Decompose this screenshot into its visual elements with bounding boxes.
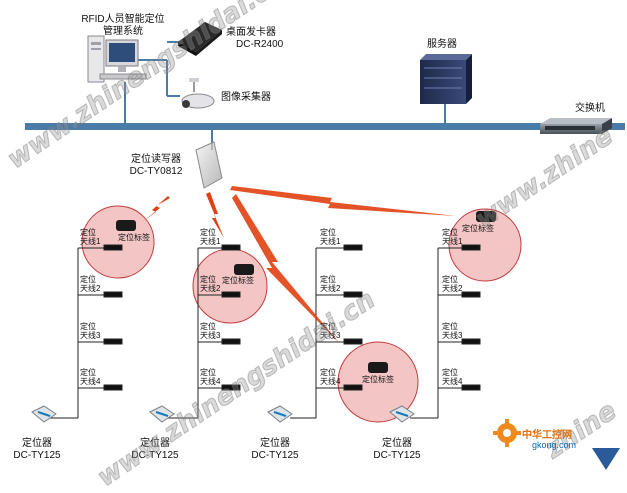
pc-workstation-icon [87,35,147,83]
tag-icon [234,264,254,275]
rfid-system-line1: RFID人员智能定位 [81,14,165,25]
reader-line2: DC-TY0812 [129,166,183,177]
antenna-label: 定位天线2 [320,275,341,293]
switch-icon [540,118,612,134]
antenna-tree-3 [290,244,363,419]
antenna-label: 定位天线4 [320,368,341,386]
antenna-tree-2 [168,244,241,419]
camera-icon [181,78,215,109]
card-issuer-line2: DC-R2400 [236,39,284,50]
locator-icon [267,405,293,423]
tag-icon [116,220,136,231]
locator-icon [149,405,175,423]
antenna-label: 定位天线3 [320,322,341,340]
reader-label: 定位读写器 DC-TY0812 [114,154,198,178]
logo-url: gkong.com [532,440,577,450]
antenna-label: 定位天线3 [80,322,101,340]
corner-triangle-icon [592,448,620,470]
card-issuer-icon [178,22,222,56]
switch-label: 交换机 [575,103,605,114]
card-issuer-line1: 桌面发卡器 [226,27,276,38]
antenna-label: 定位天线4 [80,368,101,386]
network-backbone [25,123,625,130]
rfid-system-line2: 管理系统 [103,26,143,37]
antenna-label: 定位天线2 [442,275,463,293]
camera-label: 图像采集器 [221,92,271,103]
locator-icon [31,405,57,423]
card-issuer-label: 桌面发卡器 DC-R2400 [226,27,283,51]
antenna-label: 定位天线1 [442,228,463,246]
logo-text: 中华工控网 [522,430,572,441]
antenna-label: 定位天线4 [442,368,463,386]
locator-icon [389,405,415,423]
reader-line1: 定位读写器 [131,154,181,165]
tag-zone [337,341,419,423]
reader-icon [195,141,223,189]
tag-label: 定位标签 [118,233,150,242]
antenna-label: 定位天线3 [442,322,463,340]
signal-lightning [206,192,224,238]
antenna-label: 定位天线3 [200,322,221,340]
tag-zone [448,208,522,282]
antenna-label: 定位天线1 [80,228,101,246]
rfid-network-diagram [25,22,625,423]
tag-icon [368,362,388,373]
antenna-label: 定位天线2 [200,275,221,293]
antenna-label: 定位天线1 [200,228,221,246]
server-icon [420,54,472,104]
tag-label: 定位标签 [222,276,254,285]
antenna-label: 定位天线2 [80,275,101,293]
antenna-label: 定位天线1 [320,228,341,246]
tag-icon [476,211,496,222]
tag-label: 定位标签 [362,375,394,384]
signal-lightning [230,186,456,216]
signal-lightning [142,196,170,222]
signal-lightning [232,194,340,344]
antenna-tree-4 [410,244,481,419]
gear-logo-icon [493,419,521,447]
antenna-tree-1 [50,244,123,419]
server-label: 服务器 [427,39,457,50]
antenna-label: 定位天线4 [200,368,221,386]
tag-label: 定位标签 [462,224,494,233]
rfid-system-label: RFID人员智能定位 管理系统 [68,14,178,38]
